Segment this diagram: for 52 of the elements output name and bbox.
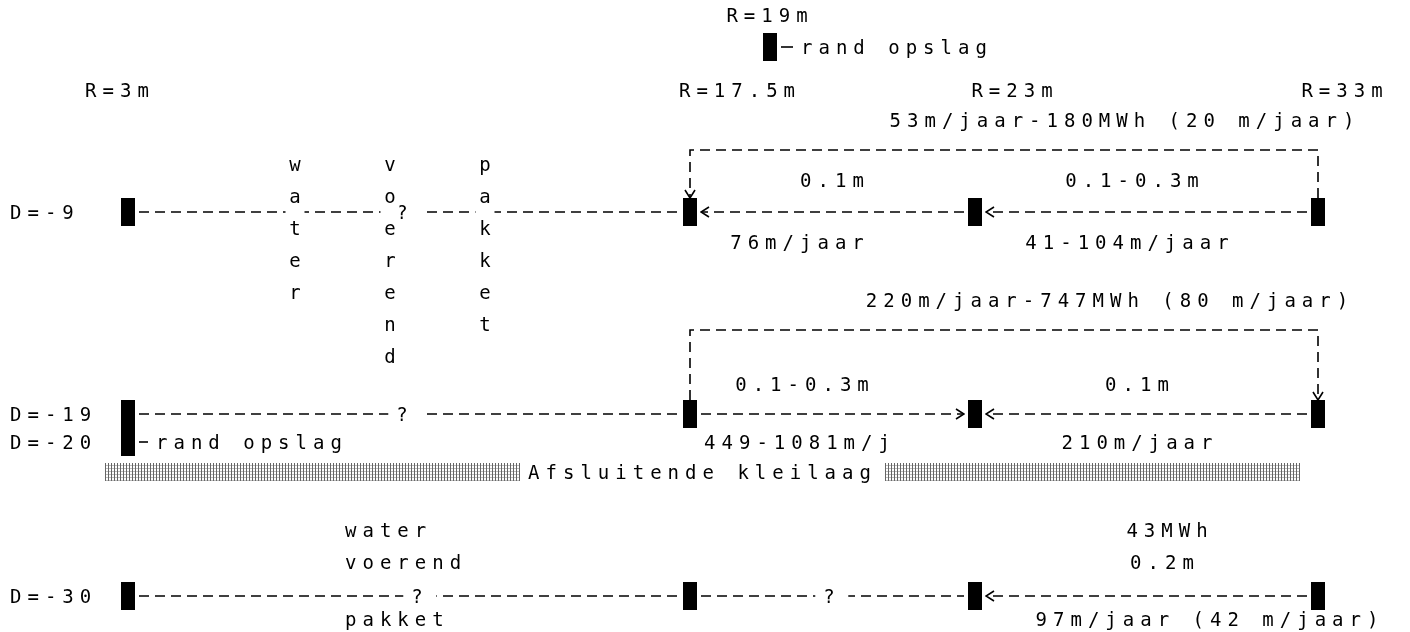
well-marker bbox=[683, 400, 697, 428]
text-label: water bbox=[345, 520, 433, 540]
well-marker bbox=[683, 198, 697, 226]
well-marker bbox=[1311, 198, 1325, 226]
well-marker bbox=[968, 400, 982, 428]
edge-label: 0.1-0.3m bbox=[1065, 170, 1205, 190]
edge-label: 0.1m bbox=[1105, 374, 1175, 394]
well-marker bbox=[121, 198, 135, 226]
well-marker bbox=[121, 582, 135, 610]
dashed-arrow bbox=[985, 590, 1308, 602]
text-label: 76m/jaar bbox=[730, 232, 870, 252]
well-marker bbox=[968, 582, 982, 610]
text-label: D=-19 bbox=[10, 404, 98, 424]
clay-layer-band bbox=[105, 463, 1300, 481]
text-label: 43MWh bbox=[1126, 520, 1214, 540]
well-marker bbox=[683, 582, 697, 610]
dashed-arrow bbox=[684, 149, 1319, 199]
text-label: R=19m bbox=[726, 5, 814, 25]
dashed-arrow bbox=[985, 206, 1308, 218]
text-label: 41-104m/jaar bbox=[1025, 232, 1235, 252]
well-marker bbox=[968, 198, 982, 226]
dashed-arrow bbox=[689, 329, 1324, 401]
leader-line bbox=[138, 441, 149, 443]
edge-label: 53m/jaar-180MWh (20 m/jaar) bbox=[889, 110, 1361, 130]
edge-label: 0.1-0.3m bbox=[735, 374, 875, 394]
text-label: R=3m bbox=[85, 80, 155, 100]
text-label: 449-1081m/j bbox=[704, 432, 896, 452]
text-label: D=-30 bbox=[10, 586, 98, 606]
well-marker bbox=[1311, 582, 1325, 610]
dashed-arrow bbox=[700, 206, 965, 218]
edge-label: 0.1m bbox=[800, 170, 870, 190]
well-marker bbox=[1311, 400, 1325, 428]
text-label: 97m/jaar (42 m/jaar) bbox=[1035, 609, 1385, 629]
well-marker bbox=[763, 33, 777, 61]
well-marker bbox=[121, 400, 135, 428]
leader-text: rand opslag bbox=[156, 431, 348, 453]
well-marker bbox=[121, 428, 135, 456]
text-label: R=17.5m bbox=[678, 80, 802, 100]
dashed-arrow bbox=[985, 408, 1308, 420]
text-label: 210m/jaar bbox=[1061, 432, 1219, 452]
text-label: pakket bbox=[345, 609, 450, 629]
text-label: R=33m bbox=[1301, 80, 1389, 100]
text-label: D=-9 bbox=[10, 202, 80, 222]
text-label: voerend bbox=[345, 552, 468, 572]
dashed-arrow bbox=[700, 408, 965, 420]
layer-label: Afsluitende kleilaag bbox=[520, 460, 885, 484]
edge-label: 0.2m bbox=[1130, 552, 1200, 572]
leader-text: rand opslag bbox=[801, 36, 993, 58]
edge-label: 220m/jaar-747MWh (80 m/jaar) bbox=[865, 290, 1355, 310]
text-label: R=23m bbox=[971, 80, 1059, 100]
text-label: D=-20 bbox=[10, 432, 98, 452]
leader-line bbox=[780, 46, 794, 48]
